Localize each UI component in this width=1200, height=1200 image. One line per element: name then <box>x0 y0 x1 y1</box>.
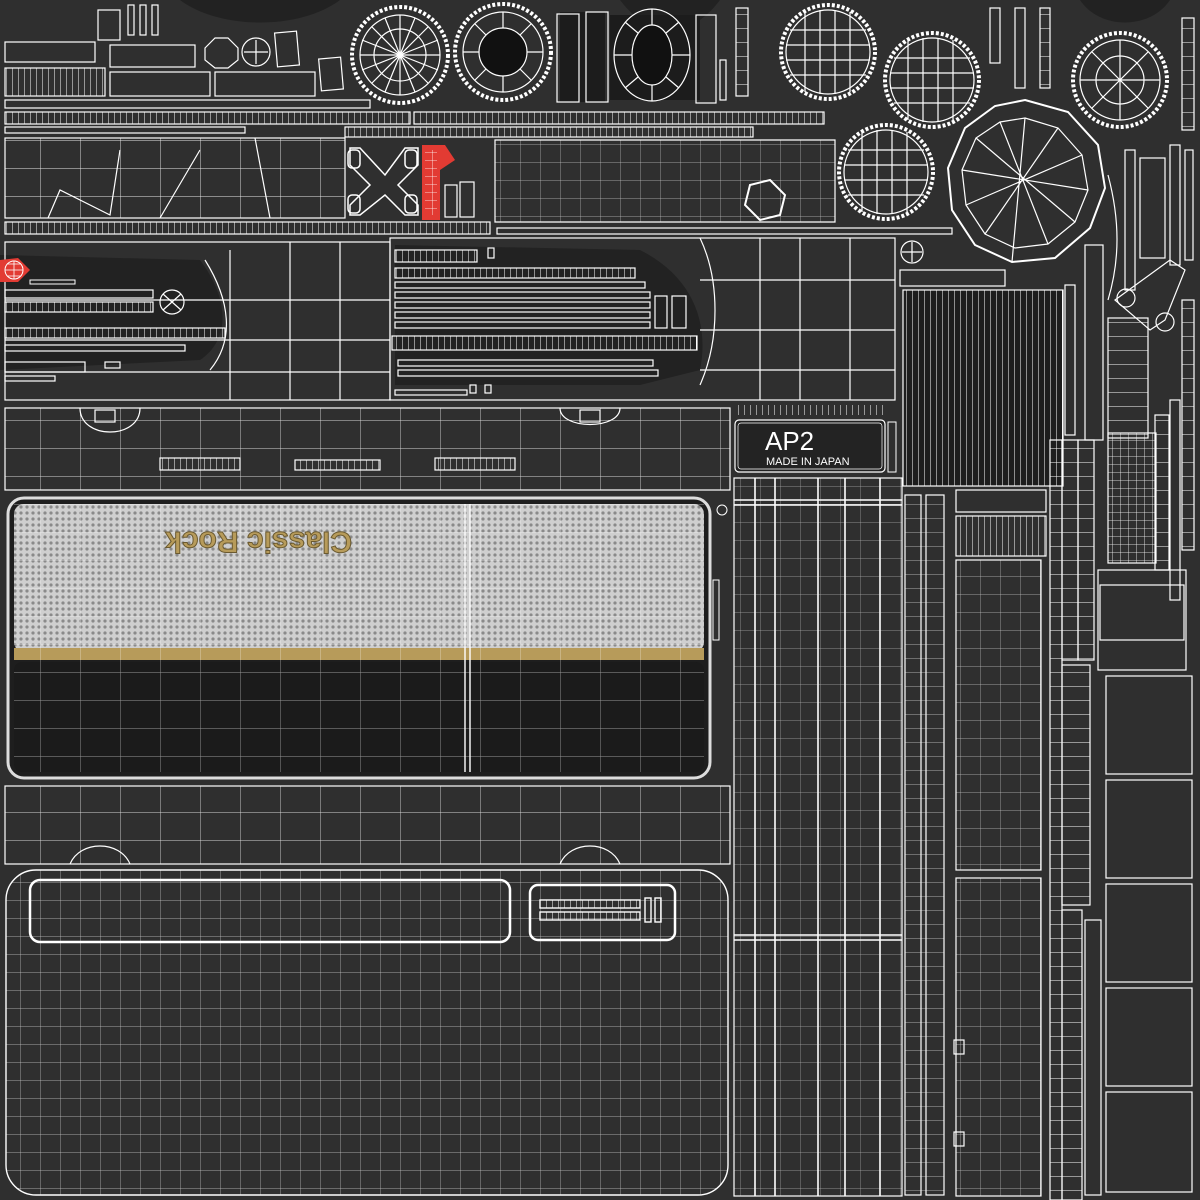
red-globe-badge <box>0 258 76 285</box>
grille-logo: Classic Rock <box>165 525 352 558</box>
right-lower-columns <box>733 439 1193 1200</box>
grille-bottom-band <box>4 785 731 865</box>
speaker-grille: Classic Rock <box>6 496 728 780</box>
mid-upper-panel-right <box>494 139 953 235</box>
clamp-part <box>347 147 419 216</box>
ap2-label-plate: AP2 MADE IN JAPAN <box>734 405 897 473</box>
top-left-strips <box>4 4 825 138</box>
mid-upper-panel-left <box>4 137 491 235</box>
body-center-panel <box>389 237 896 401</box>
bottom-body-panel <box>5 869 729 1196</box>
origin-label: MADE IN JAPAN <box>766 456 850 468</box>
top-vertical-strips <box>556 7 1195 131</box>
vent-panel <box>899 144 1195 601</box>
model-label: AP2 <box>765 426 814 456</box>
body-side-panel <box>4 241 391 401</box>
grille-top-band <box>4 407 731 491</box>
red-badge-strip <box>422 145 475 220</box>
gear-meshes <box>350 2 1169 264</box>
